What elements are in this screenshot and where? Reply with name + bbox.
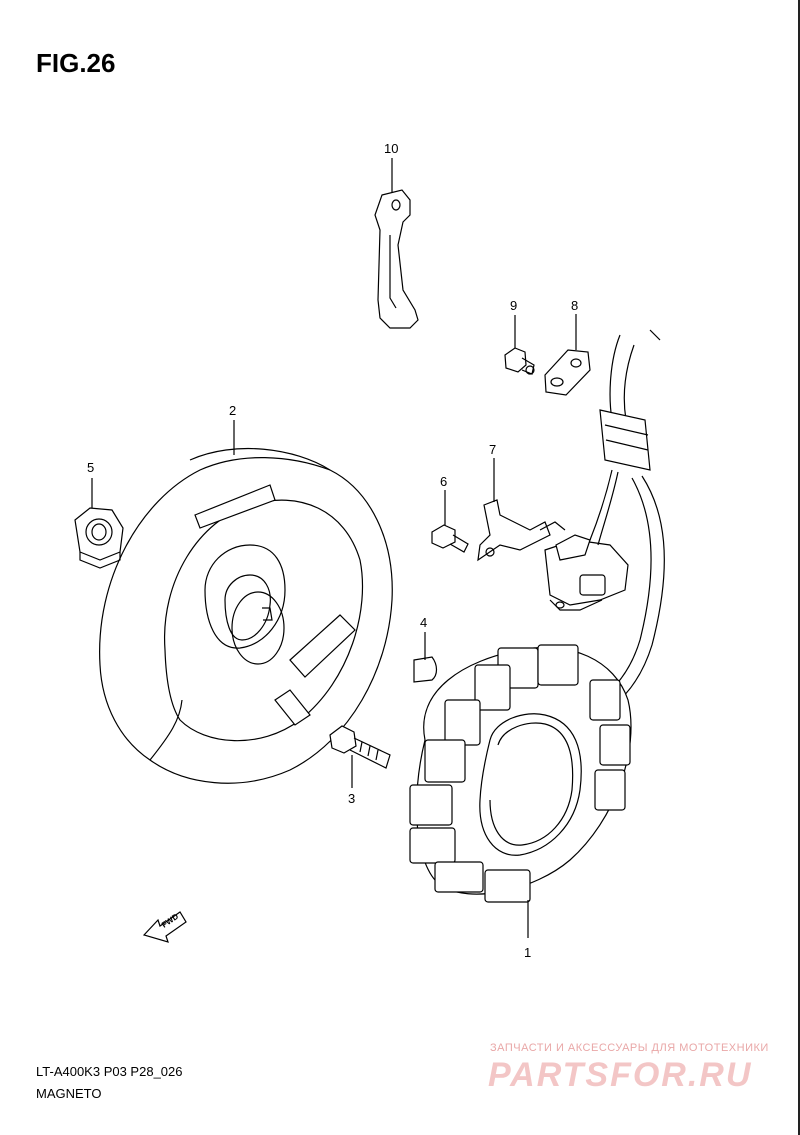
watermark-tagline: ЗАПЧАСТИ И АКСЕССУАРЫ ДЛЯ МОТОТЕХНИКИ: [490, 1042, 769, 1054]
watermark-logo: PARTSFOR.RU: [488, 1056, 753, 1094]
pickup-coil: [544, 534, 629, 611]
callout-8: 8: [571, 298, 579, 313]
callout-10: 10: [384, 141, 399, 156]
callout-2: 2: [229, 403, 237, 418]
part-8-plate[interactable]: [544, 349, 591, 396]
part-5-nut[interactable]: [74, 507, 124, 569]
part-7-bracket[interactable]: [477, 499, 566, 562]
part-3-bolt[interactable]: [329, 725, 391, 769]
part-2-rotor[interactable]: [99, 447, 393, 784]
section-name: MAGNETO: [36, 1086, 102, 1101]
part-10-bracket[interactable]: [374, 189, 419, 329]
callout-1: 1: [524, 945, 532, 960]
callout-9: 9: [510, 298, 518, 313]
part-6-screw[interactable]: [431, 524, 469, 553]
part-9-bolt[interactable]: [504, 347, 535, 375]
model-code: LT-A400K3 P03 P28_026: [36, 1064, 183, 1079]
figure-title: FIG.26: [36, 48, 116, 78]
callout-6: 6: [440, 474, 448, 489]
part-4-key[interactable]: [413, 656, 438, 683]
part-1-stator[interactable]: [409, 644, 632, 903]
page-border: [798, 0, 800, 1135]
callout-3: 3: [348, 791, 356, 806]
callout-7: 7: [489, 442, 497, 457]
fwd-arrow-icon: [142, 911, 187, 943]
callout-4: 4: [420, 615, 428, 630]
callout-5: 5: [87, 460, 95, 475]
